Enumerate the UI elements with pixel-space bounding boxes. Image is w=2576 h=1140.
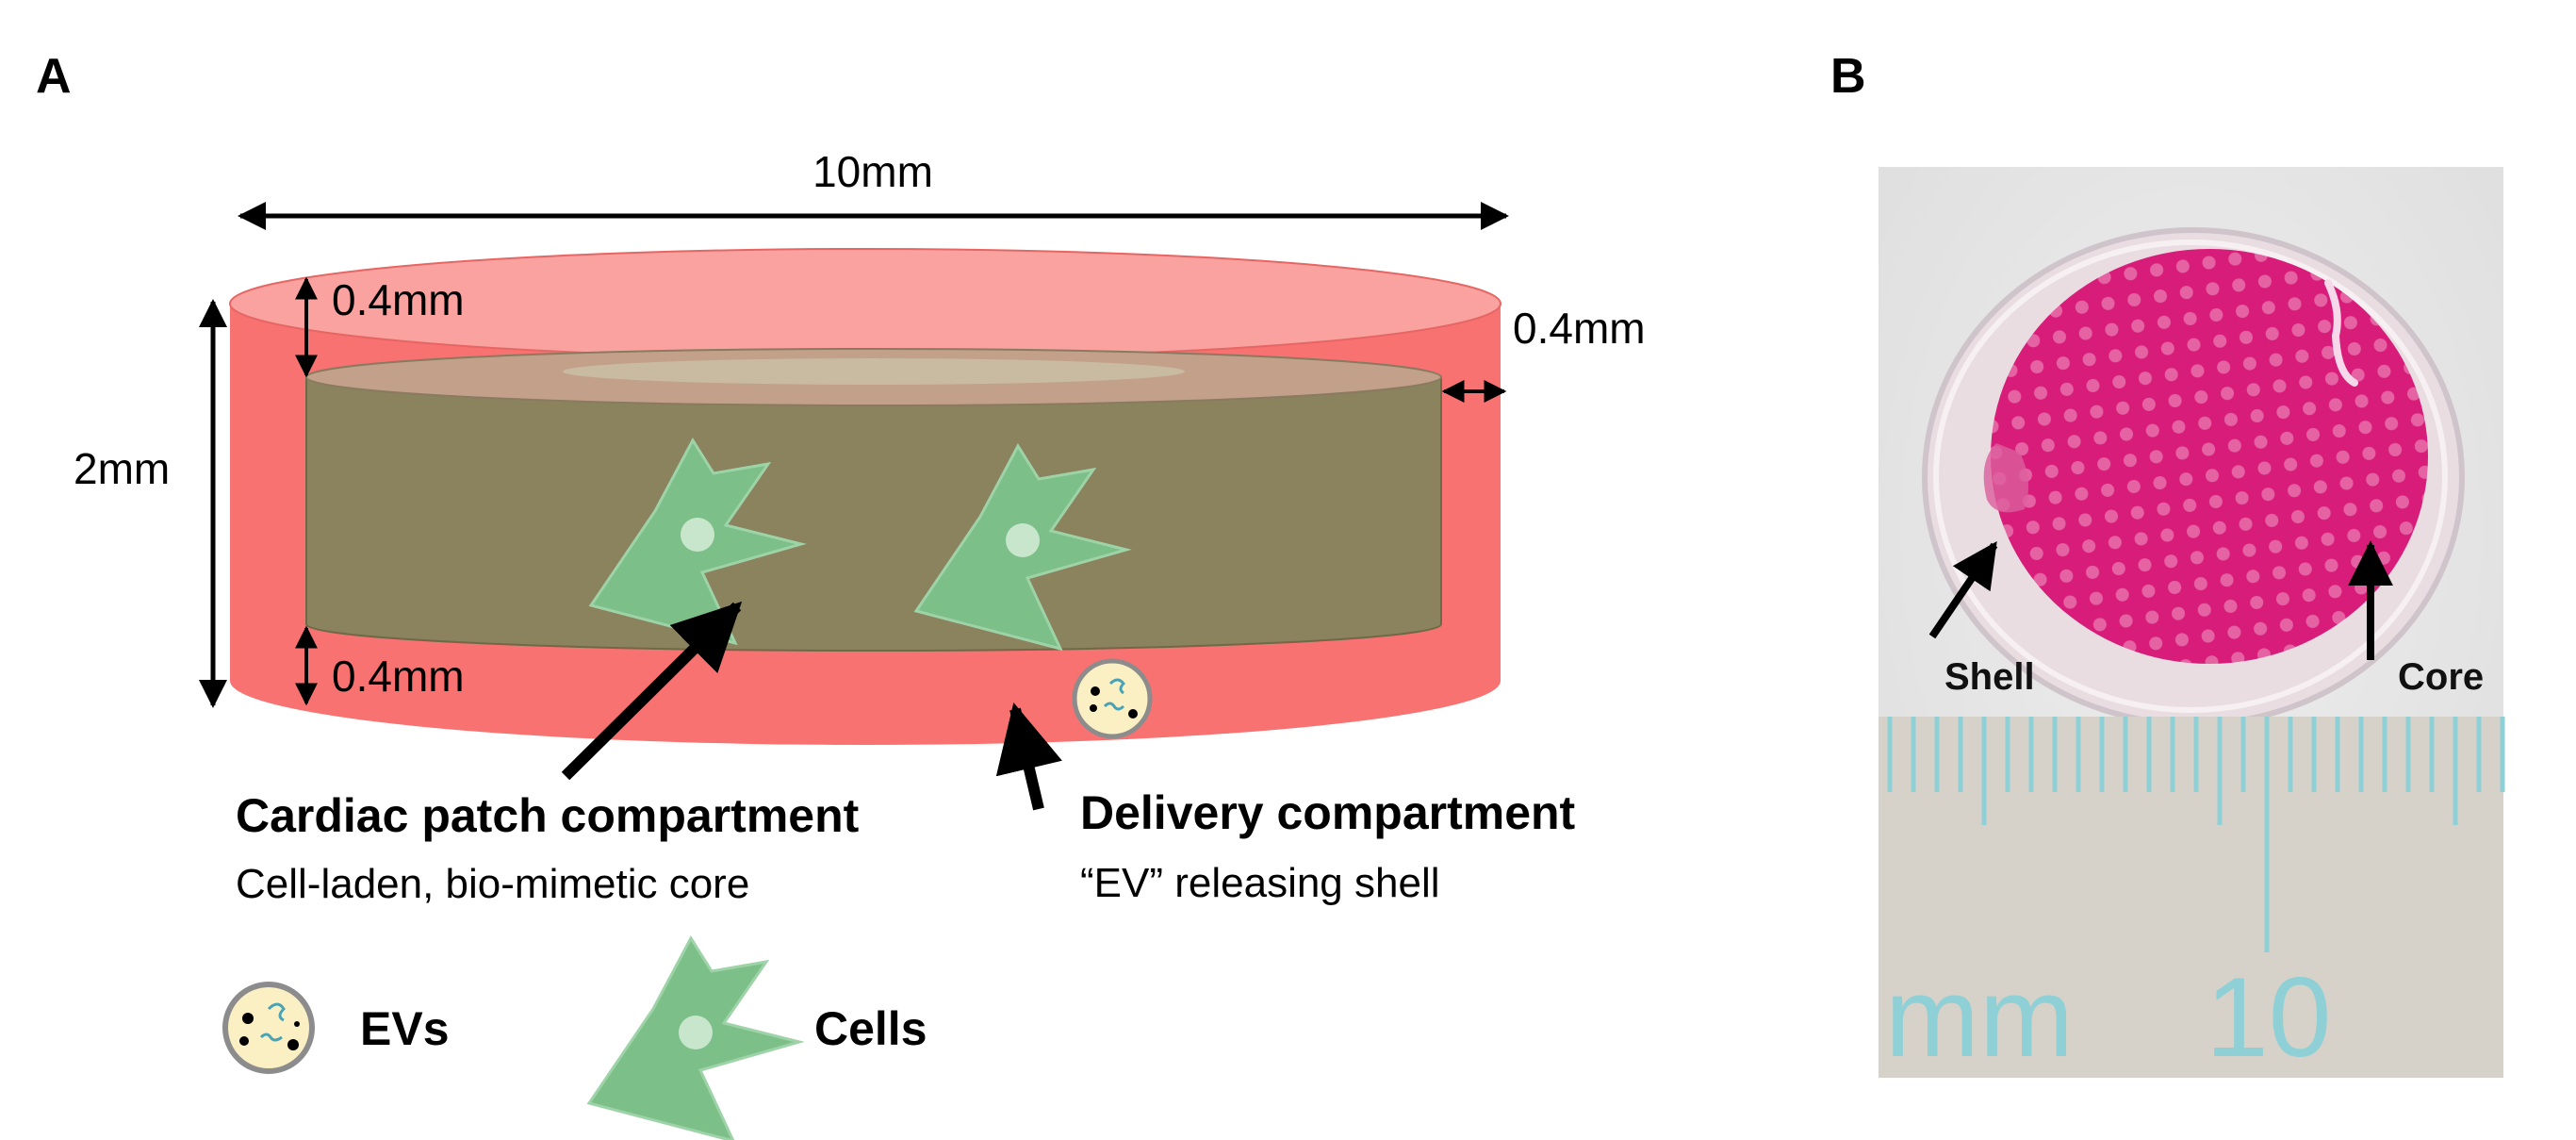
core-cylinder: [305, 348, 1442, 652]
photo-core: [1991, 249, 2428, 664]
panel-a: A 10mm 2mm 0.4: [36, 49, 1646, 1140]
ev-in-shell: [1072, 658, 1153, 739]
panel-b-label: B: [1830, 49, 1866, 104]
side-gap-label: 0.4mm: [1513, 304, 1646, 353]
ruler-number-label: 10: [2206, 954, 2331, 1081]
core-caption-title: Cardiac patch compartment: [236, 789, 860, 842]
legend-evs-label: EVs: [360, 1002, 450, 1055]
core-pointer-arrow: [561, 601, 743, 781]
legend-cell-icon: [587, 936, 801, 1140]
ruler-unit-label: mm: [1885, 954, 2074, 1081]
width-label: 10mm: [812, 147, 933, 196]
legend-ev-icon: [222, 982, 315, 1074]
shell-caption-subtitle: “EV” releasing shell: [1080, 860, 1440, 906]
panel-a-label: A: [36, 49, 72, 104]
photo: mm 10 Shell Core: [1879, 167, 2505, 1081]
photo-core-label: Core: [2398, 656, 2484, 698]
height-label: 2mm: [74, 444, 170, 493]
legend: EVs Cells: [222, 936, 927, 1140]
photo-shell-label: Shell: [1944, 656, 2035, 698]
shell-pointer-arrow: [995, 702, 1062, 811]
photo-shell-arrow: [1928, 541, 1998, 639]
core-caption-subtitle: Cell-laden, bio-mimetic core: [236, 861, 749, 907]
panel-b: B: [1830, 49, 2505, 1081]
photo-ruler: mm 10: [1879, 717, 2505, 1081]
shell-caption-title: Delivery compartment: [1080, 786, 1576, 839]
bottom-gap-label: 0.4mm: [332, 652, 465, 701]
legend-cells-label: Cells: [814, 1002, 927, 1055]
top-gap-label: 0.4mm: [332, 275, 465, 324]
